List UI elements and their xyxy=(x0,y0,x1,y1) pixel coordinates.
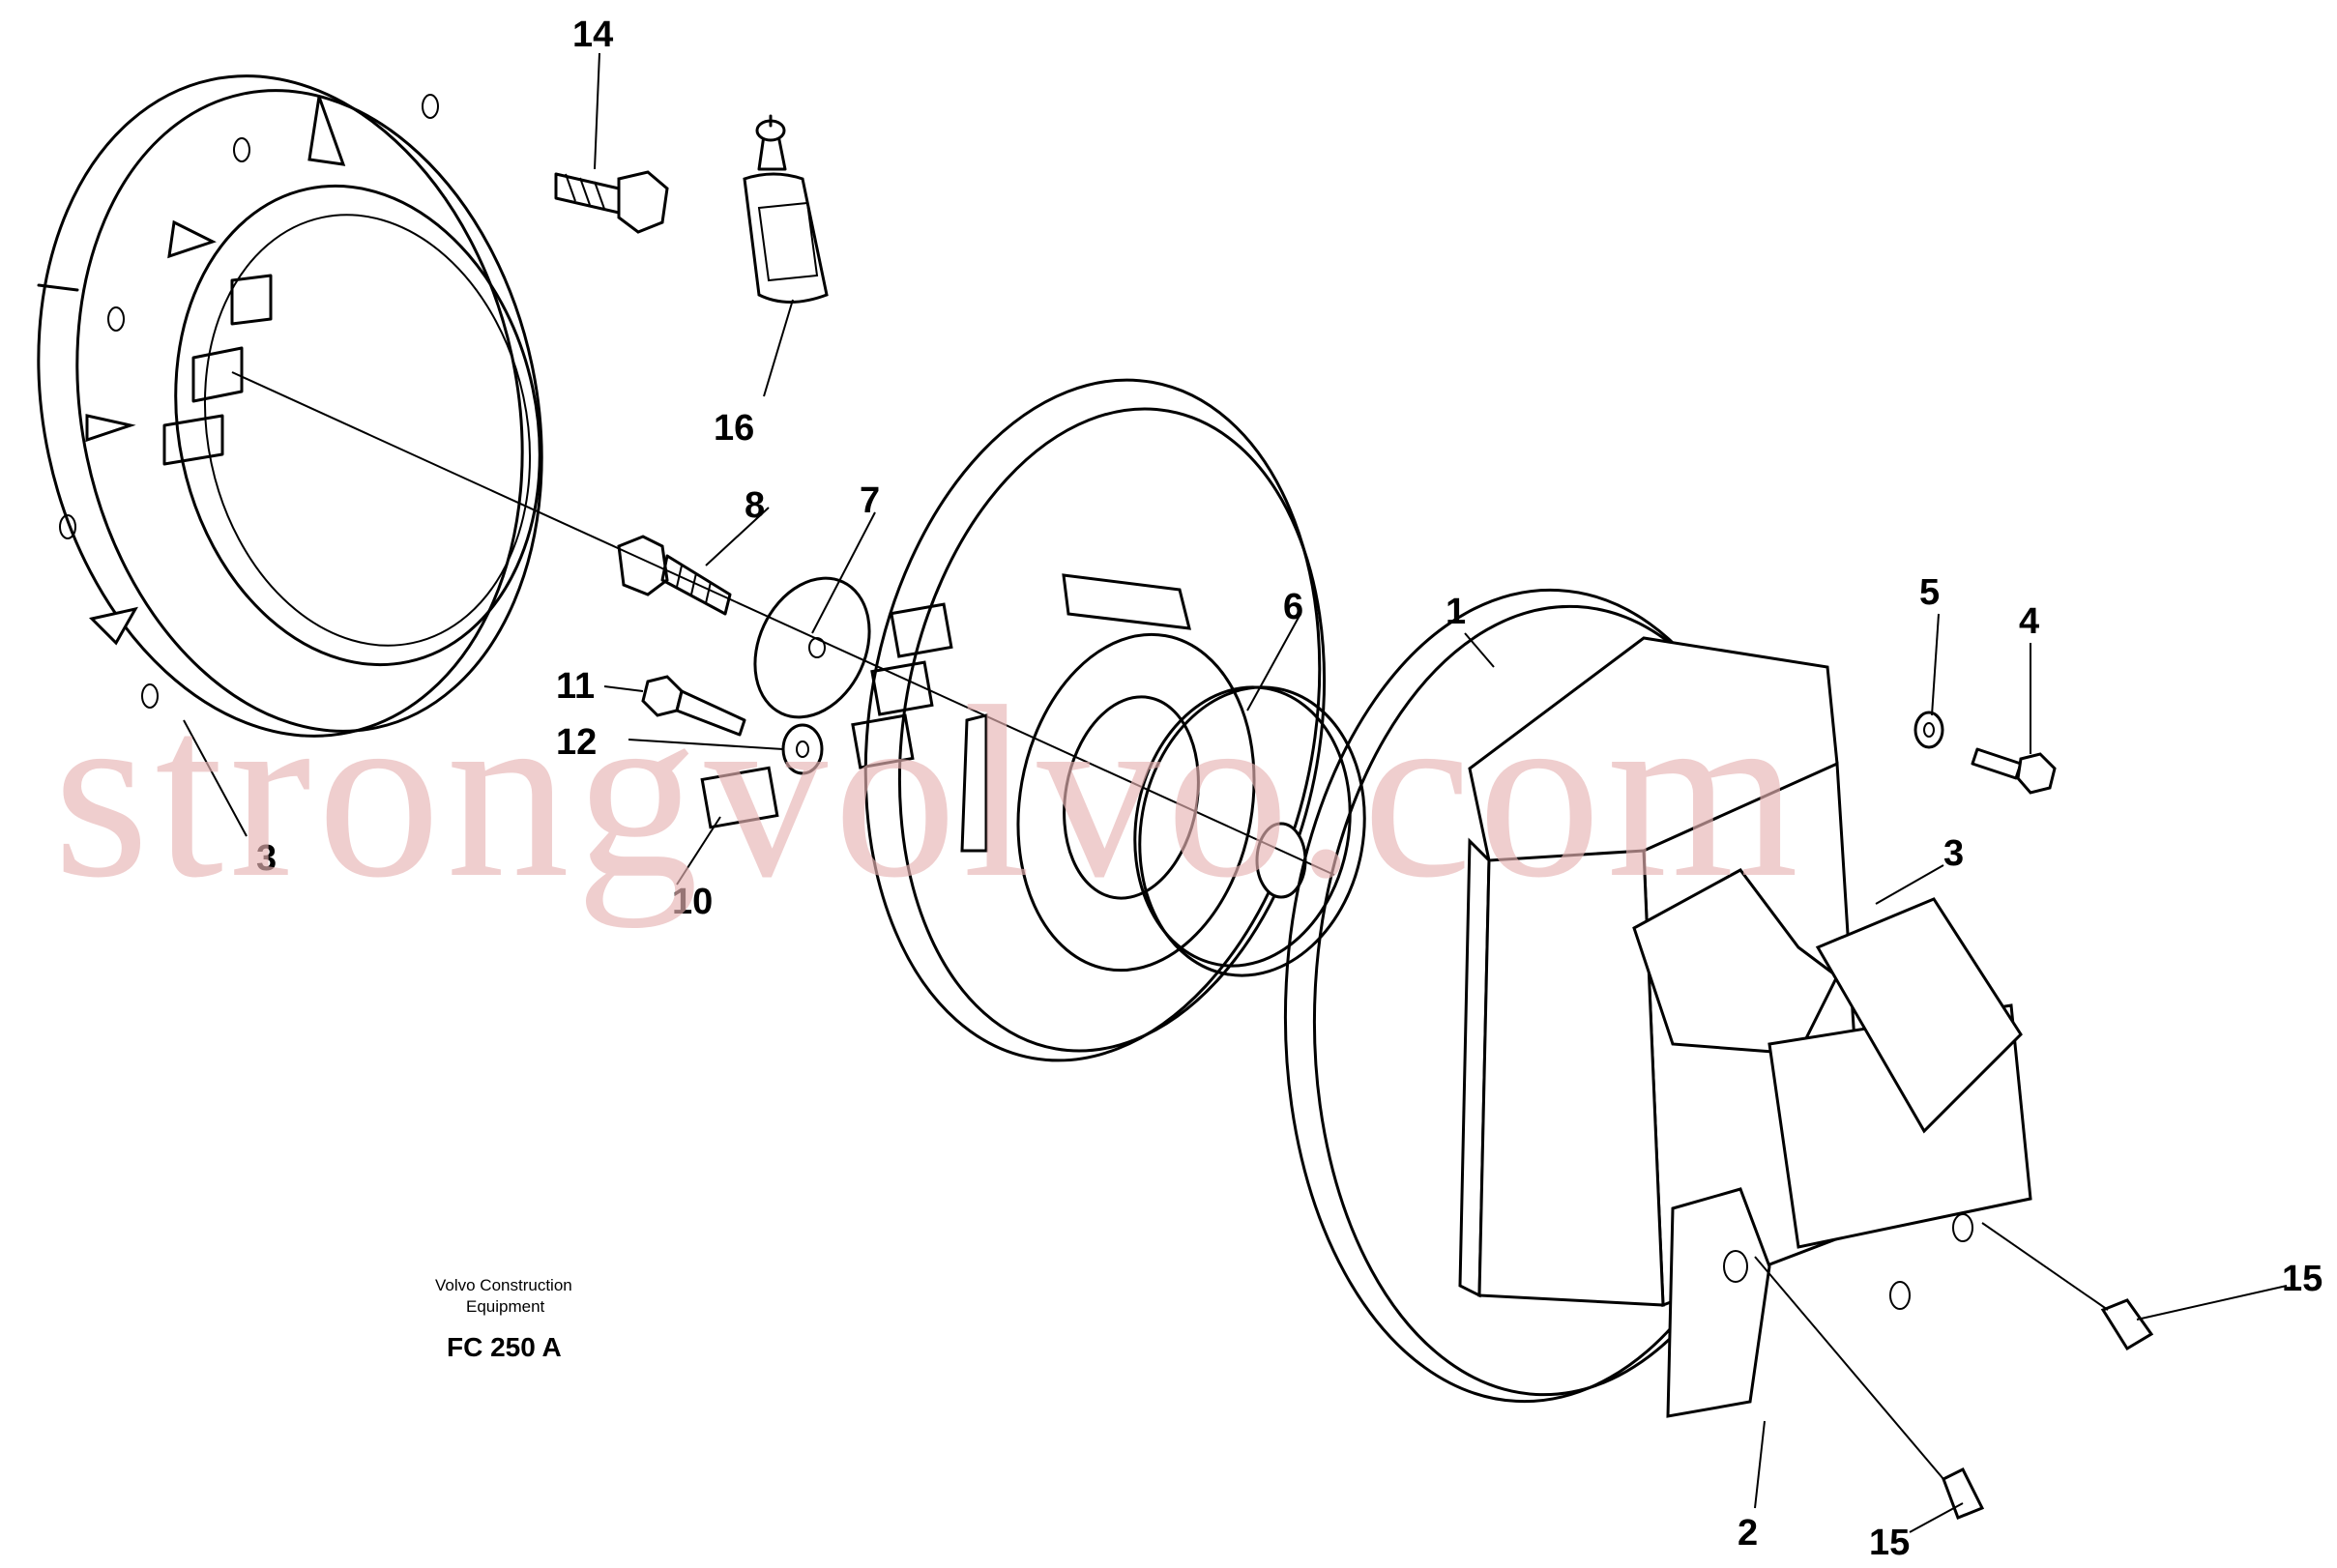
friction-pads xyxy=(700,602,953,829)
bolt-part-8 xyxy=(617,535,732,616)
caption-brand-sub: Equipment xyxy=(466,1297,545,1316)
bolt-part-4 xyxy=(1971,747,2057,795)
figure-code: FC 250 A xyxy=(447,1332,562,1362)
sealant-bottle-part-16 xyxy=(743,114,829,304)
callout-11: 11 xyxy=(556,666,595,707)
housing-ring-part-3 xyxy=(37,74,543,738)
callout-16: 16 xyxy=(714,408,754,449)
watermark: strongvolvo.com xyxy=(53,656,1804,929)
bolt-part-11 xyxy=(641,675,746,737)
callout-1: 1 xyxy=(1446,592,1466,632)
washer-part-5 xyxy=(1913,711,1944,749)
fitting-part-15-right xyxy=(2100,1298,2154,1351)
callout-15-bottom: 15 xyxy=(1869,1523,1910,1563)
callout-2: 2 xyxy=(1738,1513,1758,1553)
callout-8: 8 xyxy=(745,485,765,526)
callout-15-right: 15 xyxy=(2282,1259,2322,1299)
callout-6: 6 xyxy=(1283,587,1303,627)
callout-10: 10 xyxy=(672,882,713,922)
callout-5: 5 xyxy=(1919,572,1940,613)
callout-14: 14 xyxy=(572,15,613,55)
caption-brand: Volvo Construction xyxy=(435,1276,572,1294)
caption-block: Volvo Construction Equipment FC 250 A xyxy=(435,1276,572,1362)
gearbox-housing-part-1 xyxy=(1283,588,2032,1418)
callout-3-right: 3 xyxy=(1943,833,1964,874)
callout-3-left: 3 xyxy=(256,838,277,879)
fitting-part-15-bottom xyxy=(1942,1466,1985,1520)
callout-4: 4 xyxy=(2019,601,2039,642)
callout-12: 12 xyxy=(556,722,597,763)
callout-7: 7 xyxy=(860,480,880,521)
callout-labels: 14 16 8 7 6 11 12 10 3 1 5 4 3 15 2 15 xyxy=(256,15,2322,1563)
flywheel xyxy=(863,378,1327,1062)
bolt-part-14 xyxy=(554,170,669,234)
leader-lines xyxy=(183,52,2288,1533)
